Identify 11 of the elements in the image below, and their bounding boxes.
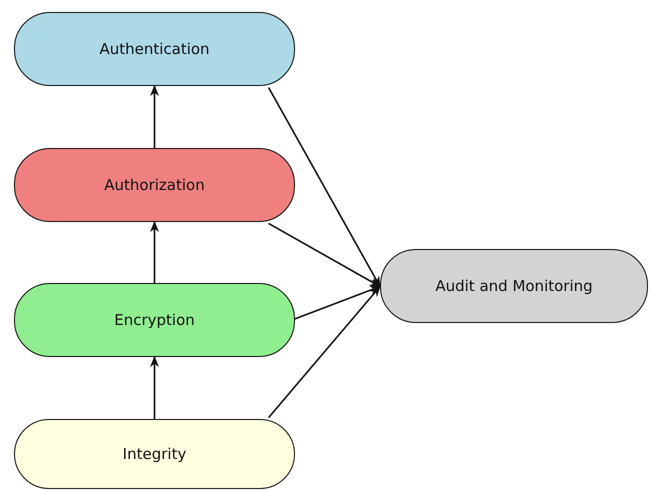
arrow: [268, 87, 381, 288]
box-label: Authentication: [99, 40, 210, 58]
arrow: [268, 222, 381, 288]
arrow: [150, 220, 159, 283]
box-label: Audit and Monitoring: [435, 277, 593, 295]
box-label: Encryption: [114, 311, 195, 329]
box-label: Authorization: [104, 176, 205, 194]
arrow: [150, 356, 159, 419]
arrow: [268, 286, 381, 418]
arrow: [150, 84, 159, 148]
box-label: Integrity: [122, 445, 186, 463]
